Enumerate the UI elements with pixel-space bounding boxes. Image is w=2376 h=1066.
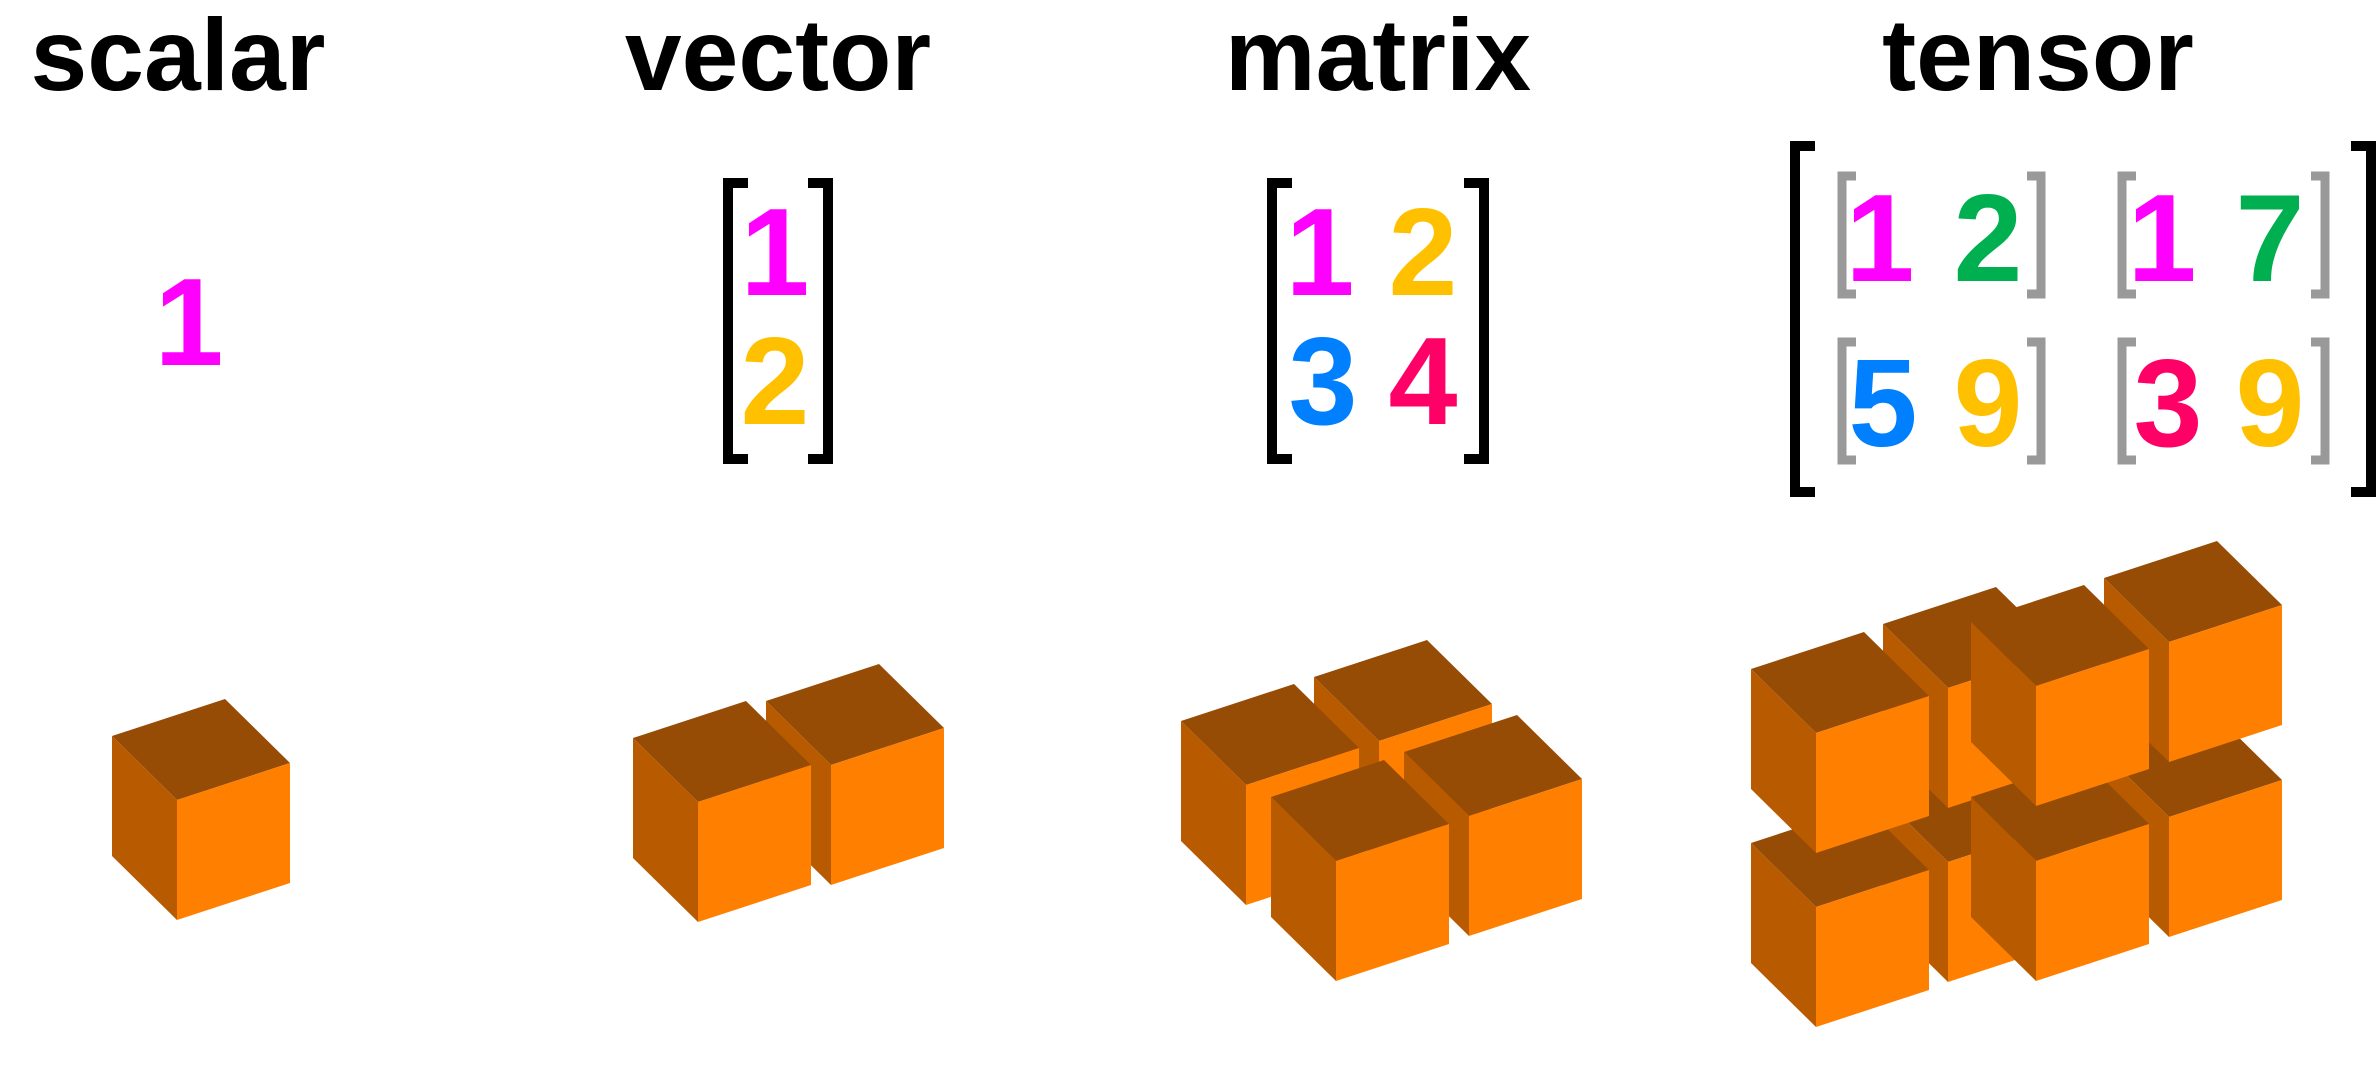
cube-left-face bbox=[1271, 797, 1336, 981]
vector-right-bracket bbox=[808, 178, 833, 464]
tensor-entry: 3 bbox=[2134, 335, 2203, 473]
cube-top-face bbox=[633, 701, 811, 802]
matrix-right-bracket bbox=[1464, 178, 1489, 464]
tensor-left-bracket bbox=[1790, 141, 1815, 497]
vector-entry: 2 bbox=[741, 313, 810, 451]
cube-left-face bbox=[633, 738, 698, 922]
cube-top-face bbox=[112, 699, 290, 800]
tensor-entry: 1 bbox=[1846, 170, 1915, 308]
matrix-entry: 3 bbox=[1289, 313, 1358, 451]
cube-top-face bbox=[1971, 585, 2149, 686]
tensor-entry: 9 bbox=[1954, 335, 2023, 473]
tensor-entry: 1 bbox=[2128, 170, 2197, 308]
cube-top-face bbox=[766, 664, 944, 765]
cube bbox=[1751, 632, 1929, 853]
cube-right-face bbox=[2036, 824, 2149, 981]
tensor-inner-left-bracket bbox=[2117, 171, 2136, 299]
scalar-title: scalar bbox=[31, 0, 326, 112]
cube-top-face bbox=[2104, 541, 2282, 642]
cube-right-face bbox=[2036, 649, 2149, 806]
tensor-entry: 5 bbox=[1849, 335, 1918, 473]
cube bbox=[1971, 760, 2149, 981]
cube-left-face bbox=[1971, 622, 2036, 806]
cube-right-face bbox=[1816, 870, 1929, 1027]
cube-left-face bbox=[112, 736, 177, 920]
cube-right-face bbox=[831, 728, 944, 885]
matrix-left-bracket bbox=[1267, 178, 1292, 464]
cube-left-face bbox=[1751, 669, 1816, 853]
tensor-entry: 2 bbox=[1954, 170, 2023, 308]
vector-cubes bbox=[633, 664, 944, 922]
cube bbox=[1271, 760, 1449, 981]
cube-right-face bbox=[1336, 824, 1449, 981]
cube bbox=[633, 701, 811, 922]
cube-right-face bbox=[1816, 696, 1929, 853]
vector-left-bracket bbox=[723, 178, 748, 464]
cube-top-face bbox=[1751, 632, 1929, 733]
matrix-title: matrix bbox=[1225, 0, 1531, 112]
cube-right-face bbox=[698, 765, 811, 922]
cube-top-face bbox=[1314, 640, 1492, 741]
matrix-entry: 4 bbox=[1389, 313, 1458, 451]
tensor-entry: 9 bbox=[2236, 335, 2305, 473]
cube-top-face bbox=[1404, 715, 1582, 816]
matrix-cubes bbox=[1181, 640, 1582, 981]
tensor-inner-right-bracket bbox=[2311, 337, 2330, 465]
scalar-cubes bbox=[112, 699, 290, 920]
tensor-inner-left-bracket bbox=[1837, 171, 1856, 299]
scalar-value: 1 bbox=[155, 254, 224, 392]
cube-left-face bbox=[1181, 721, 1246, 905]
tensor-inner-right-bracket bbox=[2027, 171, 2046, 299]
matrix-entry: 2 bbox=[1389, 184, 1458, 322]
tensor-inner-left-bracket bbox=[1837, 337, 1856, 465]
cube-left-face bbox=[1971, 797, 2036, 981]
matrix-entry: 1 bbox=[1286, 184, 1355, 322]
tensor-inner-right-bracket bbox=[2027, 337, 2046, 465]
cube-right-face bbox=[177, 763, 290, 920]
cube-top-face bbox=[1271, 760, 1449, 861]
tensor-inner-right-bracket bbox=[2311, 171, 2330, 299]
tensor-cubes bbox=[1751, 541, 2282, 1027]
vector-entry: 1 bbox=[741, 184, 810, 322]
tensor-inner-left-bracket bbox=[2117, 337, 2136, 465]
cube-right-face bbox=[1469, 779, 1582, 936]
cube bbox=[112, 699, 290, 920]
tensor-right-bracket bbox=[2351, 141, 2376, 497]
cube-left-face bbox=[1751, 843, 1816, 1027]
vector-title: vector bbox=[625, 0, 931, 112]
cube bbox=[1971, 585, 2149, 806]
cube-right-face bbox=[2169, 605, 2282, 762]
cube-right-face bbox=[2169, 780, 2282, 937]
tensor-entry: 7 bbox=[2236, 170, 2305, 308]
tensor-title: tensor bbox=[1882, 0, 2194, 112]
cube-top-face bbox=[1181, 684, 1359, 785]
